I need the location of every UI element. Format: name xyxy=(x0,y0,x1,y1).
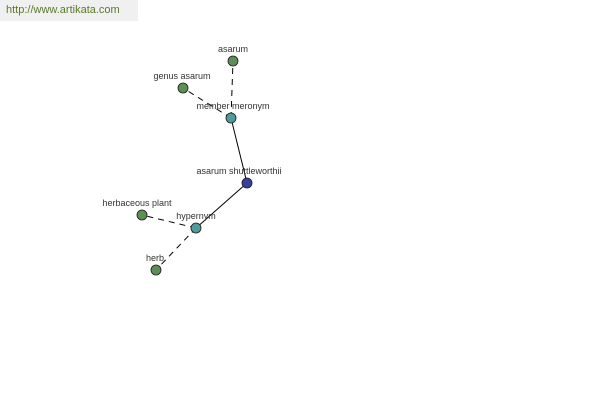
edge-asarum-shuttleworthii-to-hypernym xyxy=(195,182,248,229)
edge-member-meronym-to-genus-asarum xyxy=(182,87,232,119)
edge-hypernym-to-herb xyxy=(155,227,197,271)
edge-asarum-shuttleworthii-to-member-meronym xyxy=(230,117,248,184)
node-label-herbaceous-plant[interactable]: herbaceous plant xyxy=(102,198,172,208)
node-label-hypernym[interactable]: hypernym xyxy=(176,211,216,221)
nodes-layer xyxy=(136,55,253,276)
node-member-meronym[interactable] xyxy=(225,112,237,124)
node-label-member-meronym[interactable]: member meronym xyxy=(196,101,269,111)
node-hypernym[interactable] xyxy=(190,222,202,234)
node-herb[interactable] xyxy=(150,264,162,276)
edge-member-meronym-to-asarum xyxy=(230,60,234,119)
node-label-herb[interactable]: herb xyxy=(146,253,164,263)
labels-layer: asarum genus asarum member meronym asarum s… xyxy=(102,44,281,263)
node-genus-asarum[interactable] xyxy=(177,82,189,94)
node-label-genus-asarum[interactable]: genus asarum xyxy=(153,71,210,81)
edges-layer xyxy=(141,60,248,271)
node-asarum-shuttleworthii[interactable] xyxy=(241,177,253,189)
edge-hypernym-to-herbaceous-plant xyxy=(141,214,197,229)
node-herbaceous-plant[interactable] xyxy=(136,209,148,221)
node-label-asarum[interactable]: asarum xyxy=(218,44,248,54)
site-url-link[interactable]: http://www.artikata.com xyxy=(0,0,138,21)
node-asarum[interactable] xyxy=(227,55,239,67)
node-label-asarum-shuttleworthii[interactable]: asarum shuttleworthii xyxy=(196,166,281,176)
